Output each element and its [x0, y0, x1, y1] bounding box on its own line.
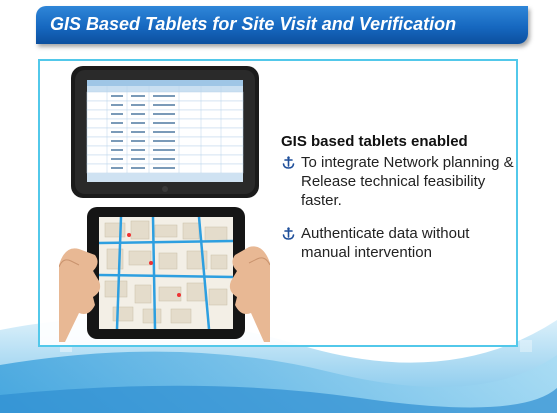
bullet-text: Authenticate data without manual interve… [301, 225, 470, 261]
slide-title: GIS Based Tablets for Site Visit and Ver… [50, 14, 457, 34]
tablet-map-in-hands-image [59, 207, 270, 342]
anchor-bullet-icon [282, 156, 295, 169]
bullet-item: To integrate Network planning & Release … [281, 153, 521, 210]
feature-heading: GIS based tablets enabled [281, 133, 468, 150]
bullet-text: To integrate Network planning & Release … [301, 154, 514, 209]
feature-text-block: GIS based tablets enabled To integrate N… [281, 133, 521, 262]
title-banner: GIS Based Tablets for Site Visit and Ver… [36, 6, 528, 44]
bullet-item: Authenticate data without manual interve… [281, 224, 521, 262]
anchor-bullet-icon [282, 227, 295, 240]
tablet-table-screen-image [71, 66, 259, 198]
